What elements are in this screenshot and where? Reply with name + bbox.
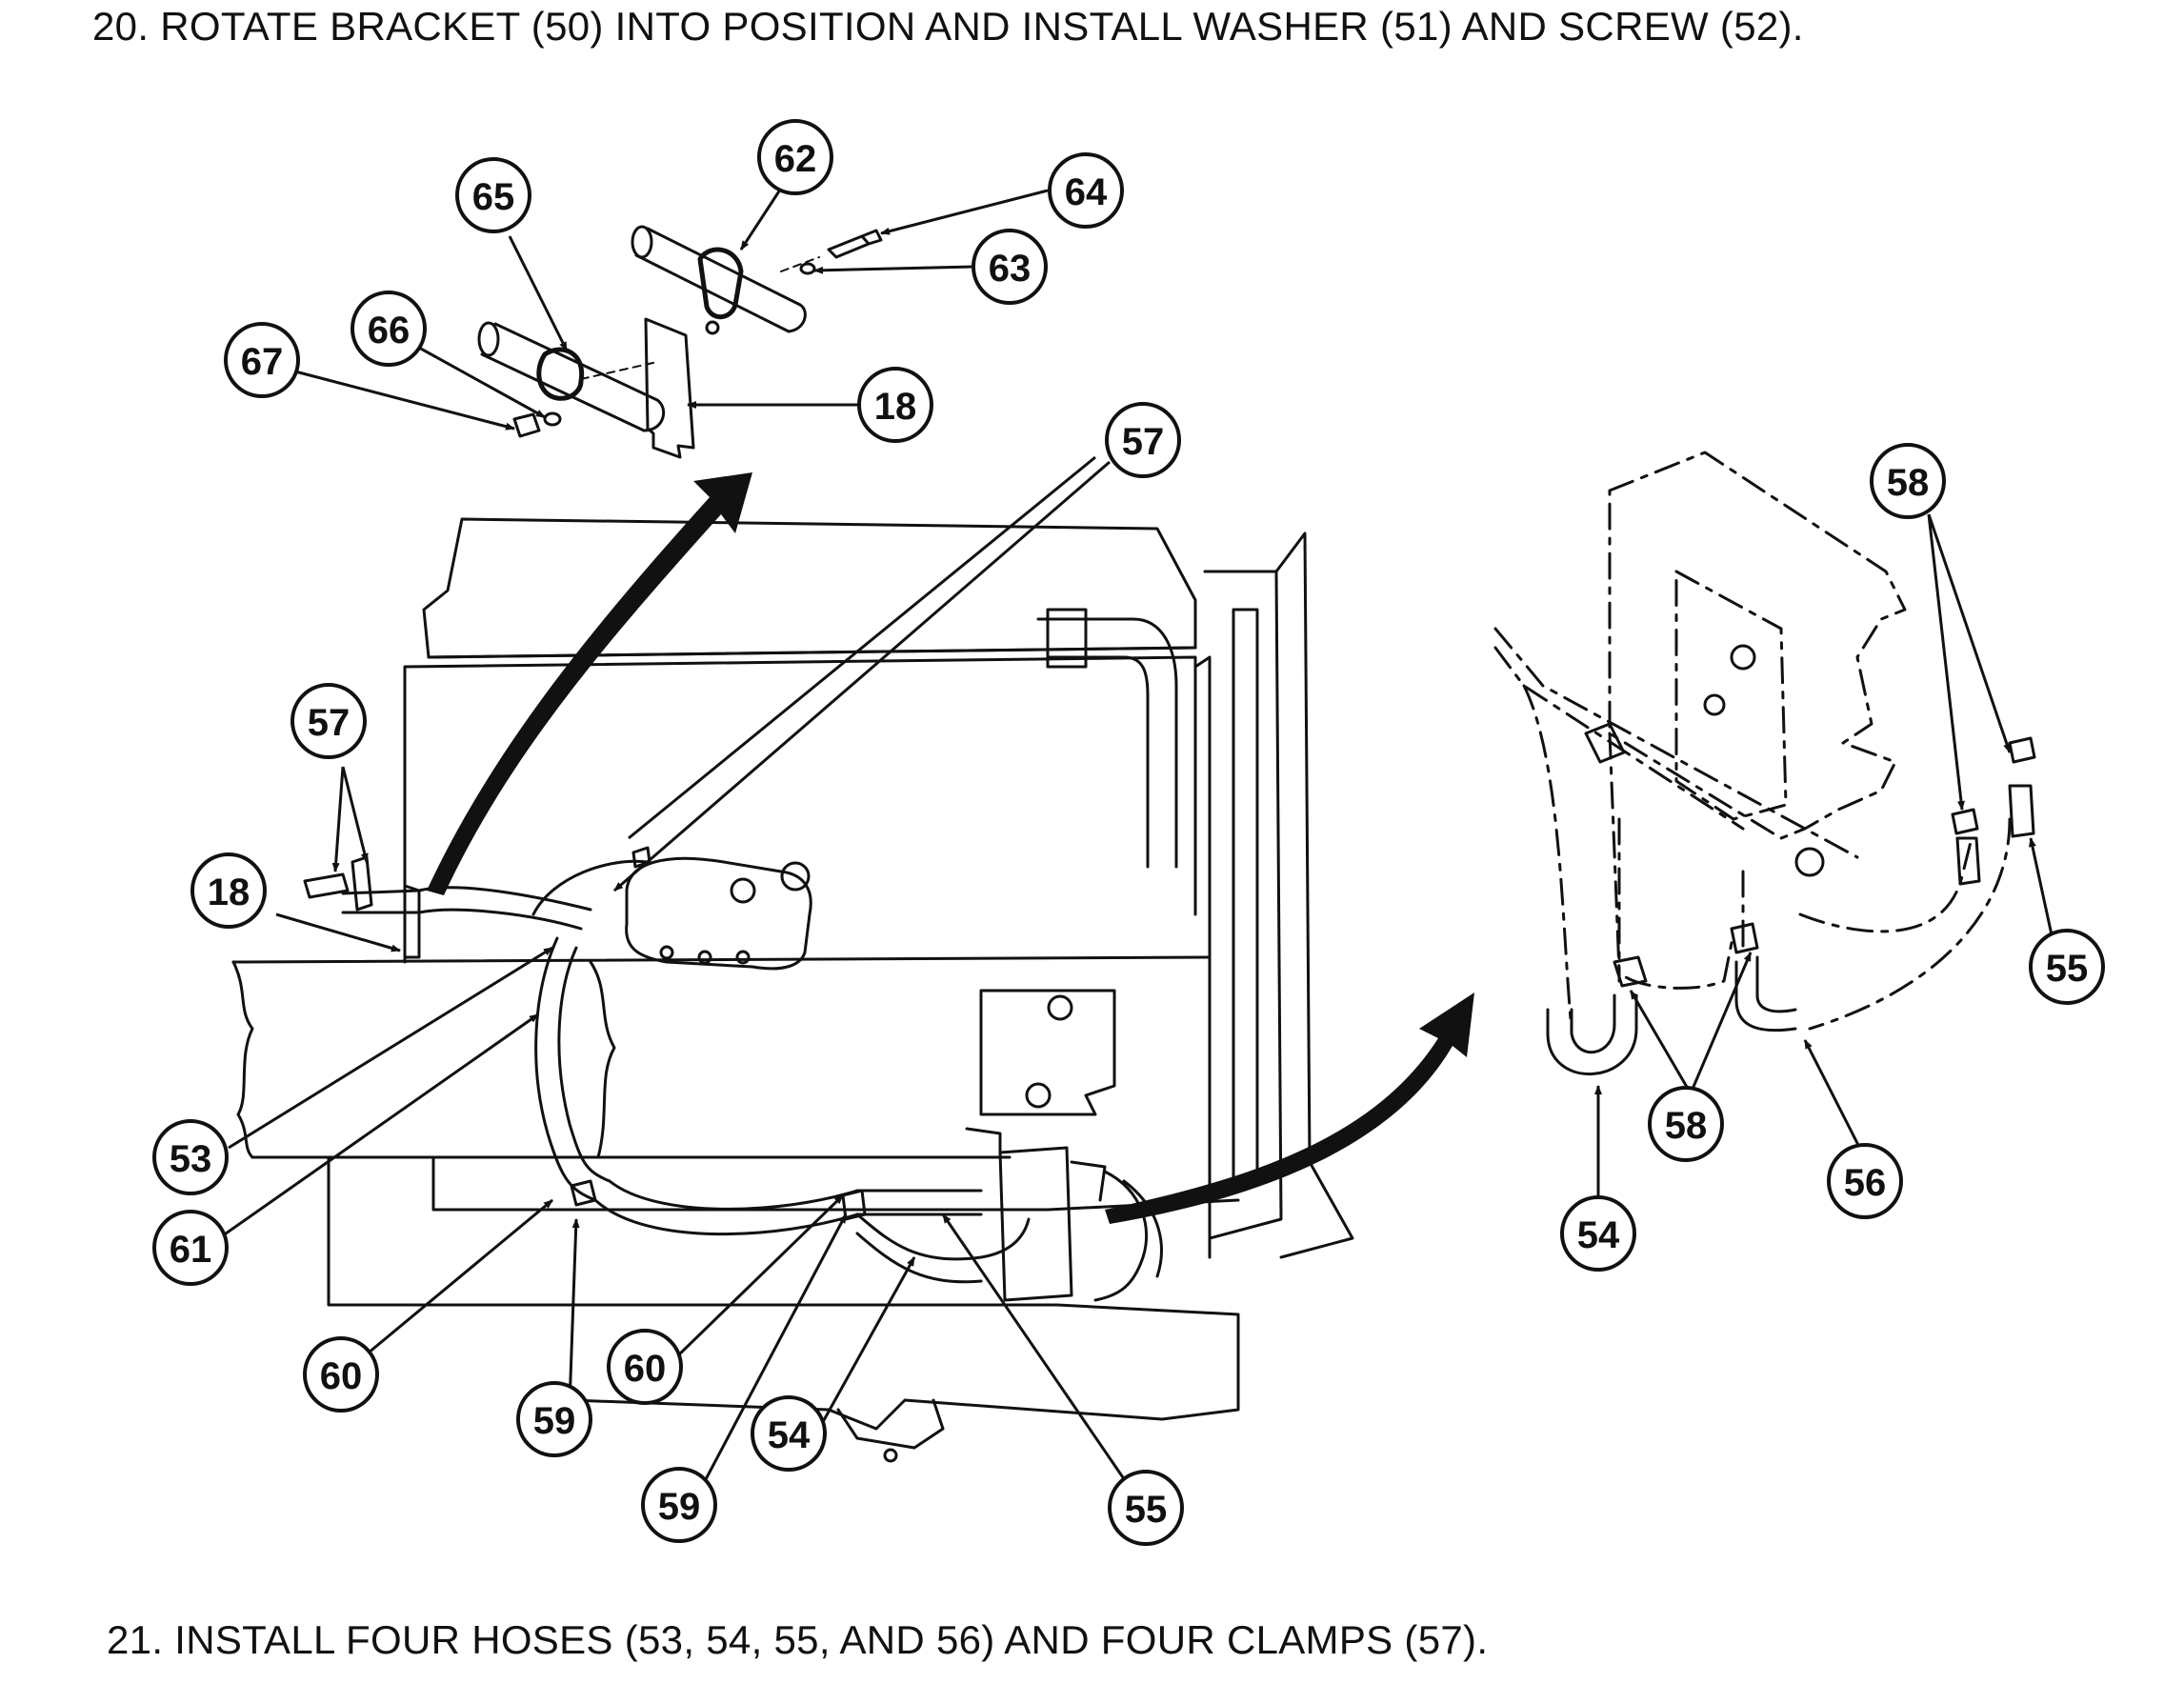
svg-text:57: 57 bbox=[1122, 421, 1165, 463]
svg-text:57: 57 bbox=[308, 702, 351, 744]
callout-63: 63 bbox=[972, 229, 1048, 305]
step-21-instruction: 21. INSTALL FOUR HOSES (53, 54, 55, AND … bbox=[107, 1617, 1489, 1662]
svg-text:63: 63 bbox=[989, 248, 1032, 290]
callout-60-mid: 60 bbox=[607, 1329, 683, 1405]
callout-65: 65 bbox=[455, 157, 531, 233]
svg-text:60: 60 bbox=[624, 1348, 667, 1390]
detail-clamp-bracket bbox=[477, 225, 883, 459]
callout-58-bottom: 58 bbox=[1648, 1086, 1724, 1162]
callout-57-right: 57 bbox=[1105, 402, 1181, 478]
svg-text:54: 54 bbox=[1577, 1214, 1620, 1256]
svg-text:60: 60 bbox=[320, 1355, 363, 1397]
callout-56: 56 bbox=[1827, 1143, 1903, 1219]
callout-53: 53 bbox=[152, 1119, 229, 1195]
svg-text:66: 66 bbox=[368, 310, 411, 351]
callout-leaders bbox=[218, 180, 2057, 1487]
callout-54-detail: 54 bbox=[1560, 1195, 1636, 1272]
callout-55-detail: 55 bbox=[2029, 929, 2105, 1005]
svg-text:64: 64 bbox=[1065, 171, 1108, 213]
svg-text:58: 58 bbox=[1665, 1105, 1708, 1147]
callout-55-main: 55 bbox=[1108, 1470, 1184, 1546]
svg-text:59: 59 bbox=[658, 1486, 701, 1528]
svg-text:18: 18 bbox=[874, 386, 917, 428]
callout-59-bottom: 59 bbox=[641, 1467, 717, 1543]
svg-text:55: 55 bbox=[1125, 1489, 1168, 1531]
svg-text:58: 58 bbox=[1887, 462, 1930, 504]
callout-64: 64 bbox=[1048, 152, 1124, 229]
callout-57-left: 57 bbox=[291, 683, 367, 759]
callout-18-detail: 18 bbox=[857, 367, 933, 443]
callout-59-left: 59 bbox=[516, 1381, 592, 1457]
svg-text:56: 56 bbox=[1844, 1162, 1887, 1204]
callout-18-main: 18 bbox=[190, 852, 267, 929]
svg-text:67: 67 bbox=[241, 341, 284, 383]
step-20-instruction: 20. ROTATE BRACKET (50) INTO POSITION AN… bbox=[92, 4, 1804, 49]
callout-66: 66 bbox=[351, 291, 427, 367]
svg-text:55: 55 bbox=[2046, 948, 2089, 990]
callout-60-left: 60 bbox=[303, 1336, 379, 1413]
svg-text:59: 59 bbox=[533, 1400, 576, 1442]
svg-text:62: 62 bbox=[774, 138, 817, 180]
callout-67: 67 bbox=[224, 322, 300, 398]
svg-text:53: 53 bbox=[170, 1138, 212, 1180]
callout-54-main: 54 bbox=[751, 1395, 827, 1472]
svg-text:54: 54 bbox=[768, 1414, 811, 1456]
detail-arrow-up bbox=[427, 472, 752, 895]
detail-arrow-right bbox=[1105, 992, 1474, 1224]
svg-text:65: 65 bbox=[472, 176, 515, 218]
svg-text:18: 18 bbox=[208, 872, 250, 913]
svg-text:61: 61 bbox=[170, 1229, 212, 1271]
callout-62: 62 bbox=[757, 119, 833, 195]
engine-assembly bbox=[231, 517, 1354, 1463]
callout-61: 61 bbox=[152, 1210, 229, 1286]
callout-58-top: 58 bbox=[1870, 443, 1946, 519]
detail-fuel-filter-hoses bbox=[1493, 451, 2036, 1076]
